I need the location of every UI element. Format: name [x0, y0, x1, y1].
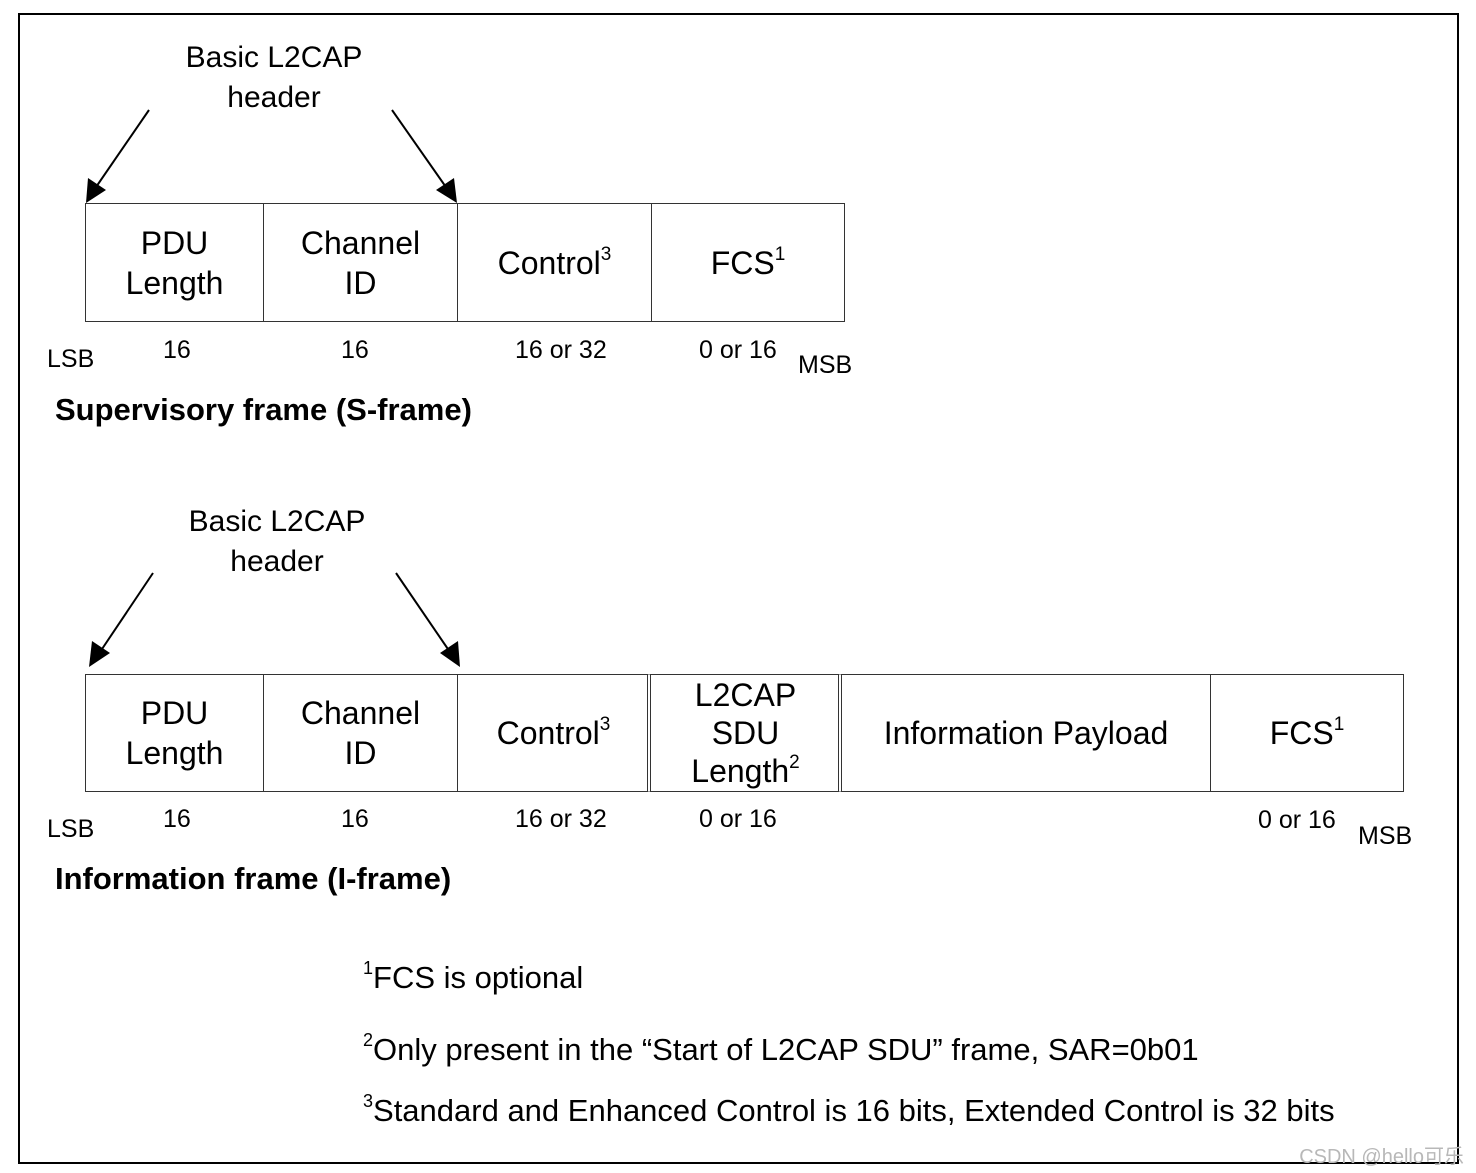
- s-arrowhead-left: [86, 178, 106, 203]
- s-field-fcs-footnote: 1: [774, 243, 786, 265]
- i-field-sdu-length-footnote: 2: [789, 752, 800, 773]
- s-field-fcs-label: FCS: [710, 244, 775, 281]
- diagram-border: [18, 13, 1459, 1164]
- footnote-2: 2Only present in the “Start of L2CAP SDU…: [363, 1030, 1199, 1068]
- s-field-control: Control3: [457, 203, 652, 322]
- i-lsb-label: LSB: [47, 815, 95, 843]
- s-field-pdu-length-line1: PDU: [140, 224, 209, 261]
- s-frame-title: Supervisory frame (S-frame): [55, 392, 472, 427]
- footnote-1-text: FCS is optional: [373, 960, 584, 995]
- i-field-pdu-length-line1: PDU: [140, 695, 209, 731]
- footnote-1-mark: 1: [363, 958, 374, 978]
- i-field-fcs-footnote: 1: [1333, 714, 1345, 735]
- i-field-control: Control3: [457, 674, 650, 792]
- s-arrow-right: [391, 109, 449, 191]
- i-bits-sdu-length: 0 or 16: [699, 805, 777, 833]
- i-field-control-footnote: 3: [599, 714, 611, 735]
- s-field-pdu-length-line2: Length: [125, 264, 224, 301]
- s-arrowhead-right: [436, 178, 457, 203]
- i-field-channel-id-line1: Channel: [300, 695, 421, 731]
- s-bits-control: 16 or 32: [515, 336, 607, 364]
- s-arrow-left: [93, 109, 150, 191]
- s-field-channel-id-line1: Channel: [300, 224, 421, 261]
- s-header-label-line1: Basic L2CAP: [185, 41, 363, 74]
- footnote-3: 3Standard and Enhanced Control is 16 bit…: [363, 1091, 1335, 1129]
- footnote-2-text: Only present in the “Start of L2CAP SDU”…: [373, 1032, 1199, 1067]
- s-bits-fcs: 0 or 16: [699, 336, 777, 364]
- s-bits-channel-id: 16: [341, 336, 369, 364]
- i-field-information-payload: Information Payload: [838, 674, 1211, 792]
- footnote-1: 1FCS is optional: [363, 958, 584, 996]
- i-field-pdu-length-line2: Length: [125, 735, 224, 771]
- i-field-pdu-length: PDU Length: [85, 674, 264, 792]
- i-frame-title: Information frame (I-frame): [55, 861, 452, 896]
- i-field-information-payload-label: Information Payload: [883, 715, 1169, 751]
- i-arrowhead-left: [89, 641, 110, 667]
- s-field-control-label: Control: [497, 244, 601, 281]
- footnote-3-mark: 3: [363, 1091, 374, 1111]
- i-bits-fcs: 0 or 16: [1258, 806, 1336, 834]
- s-bits-pdu-length: 16: [163, 336, 191, 364]
- i-field-fcs: FCS1: [1210, 674, 1404, 792]
- footnote-2-mark: 2: [363, 1030, 374, 1050]
- footnote-3-text: Standard and Enhanced Control is 16 bits…: [373, 1093, 1335, 1128]
- s-header-label: Basic L2CAP header: [154, 38, 394, 118]
- watermark: CSDN @hello可乐: [1299, 1146, 1464, 1168]
- i-field-fcs-label: FCS: [1269, 715, 1334, 751]
- s-field-fcs: FCS1: [651, 203, 845, 322]
- i-msb-label: MSB: [1358, 822, 1413, 850]
- s-field-channel-id-line2: ID: [344, 264, 377, 301]
- i-arrowhead-right: [440, 641, 460, 667]
- i-field-control-label: Control: [496, 715, 600, 751]
- i-bits-channel-id: 16: [341, 805, 369, 833]
- s-header-label-line2: header: [227, 81, 321, 114]
- i-bits-pdu-length: 16: [163, 805, 191, 833]
- i-field-sdu-length-line1: L2CAP: [694, 677, 797, 713]
- i-arrow-right: [395, 572, 453, 656]
- i-arrow-left: [97, 572, 154, 656]
- i-header-label-line2: header: [230, 545, 324, 578]
- s-field-control-footnote: 3: [600, 243, 612, 265]
- i-field-sdu-length-line3: Length: [691, 753, 790, 789]
- i-bits-control: 16 or 32: [515, 805, 607, 833]
- s-msb-label: MSB: [798, 351, 853, 379]
- s-lsb-label: LSB: [47, 345, 95, 373]
- i-field-sdu-length-line2: SDU: [711, 715, 780, 751]
- i-header-label-line1: Basic L2CAP: [188, 505, 366, 538]
- i-header-label: Basic L2CAP header: [157, 502, 397, 582]
- i-field-channel-id-line2: ID: [344, 735, 377, 771]
